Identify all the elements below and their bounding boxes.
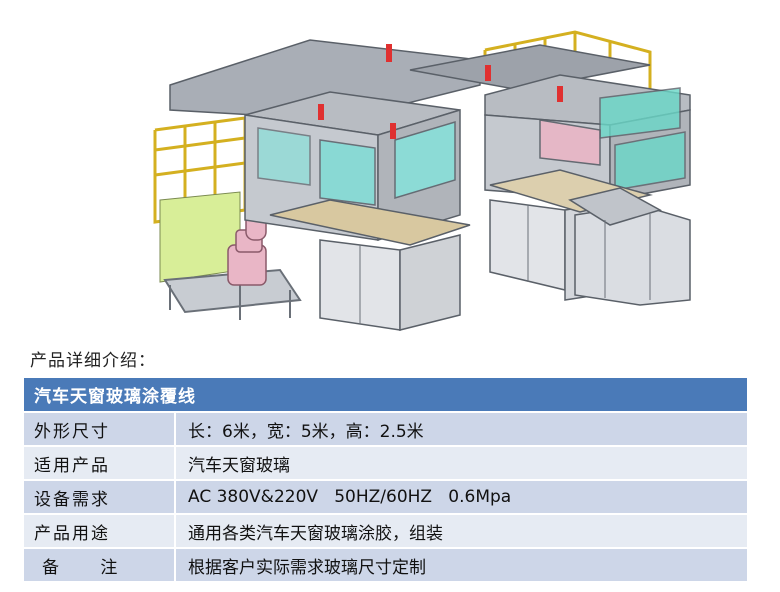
table-row: 适用产品 汽车天窗玻璃 [24, 446, 747, 481]
row-label-applicable: 适用产品 [24, 446, 176, 481]
table-row: 产品用途 通用各类汽车天窗玻璃涂胶，组装 [24, 514, 747, 549]
main-cabinets [169, 39, 691, 331]
signal-lights [318, 44, 563, 139]
row-label-requirements: 设备需求 [24, 480, 176, 515]
row-value-remarks: 根据客户实际需求玻璃尺寸定制 [175, 548, 747, 583]
table-row: 设备需求 AC 380V&220V 50HZ/60HZ 0.6Mpa [24, 480, 747, 515]
safety-fence [153, 30, 652, 224]
row-label-dimensions: 外形尺寸 [24, 412, 176, 447]
row-value-usage: 通用各类汽车天窗玻璃涂胶，组装 [175, 514, 747, 549]
cabinet-doors [359, 205, 651, 324]
coating-line-machine-illustration [153, 30, 691, 331]
table-row: 备 注 根据客户实际需求玻璃尺寸定制 [24, 548, 747, 583]
table-row: 外形尺寸 长：6米，宽：5米，高：2.5米 [24, 412, 747, 447]
table-title: 汽车天窗玻璃涂覆线 [24, 378, 747, 413]
spec-table: 汽车天窗玻璃涂覆线 外形尺寸 长：6米，宽：5米，高：2.5米 适用产品 汽车天… [24, 378, 747, 583]
row-value-requirements: AC 380V&220V 50HZ/60HZ 0.6Mpa [175, 480, 747, 515]
row-label-remarks: 备 注 [24, 548, 176, 583]
row-value-applicable: 汽车天窗玻璃 [175, 446, 747, 481]
product-intro-heading: 产品详细介绍： [30, 351, 156, 371]
row-label-usage: 产品用途 [24, 514, 176, 549]
row-value-dimensions: 长：6米，宽：5米，高：2.5米 [175, 412, 747, 447]
